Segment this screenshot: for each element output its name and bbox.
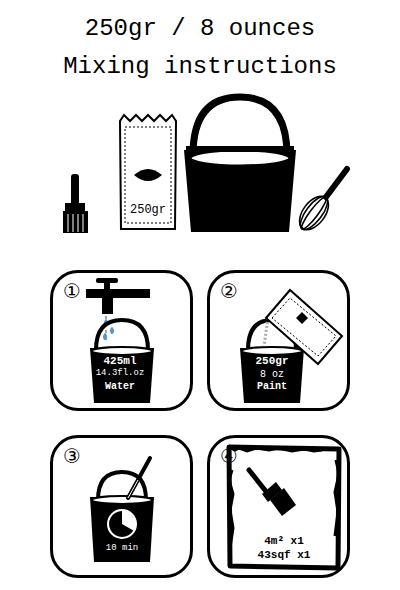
step-panel: ③ 10 min (50, 435, 193, 578)
mix-time: 10 min (90, 544, 154, 554)
callout-number: ③ (58, 445, 86, 467)
step-panel: ① 425ml 14.3fl.ozWater (50, 270, 193, 411)
title: 250gr / 8 ounces Mixing instructions (50, 10, 350, 86)
brush-icon (63, 174, 88, 233)
step-panel: ② 250gr 8 ozPaint (207, 270, 350, 411)
paint-bag: 250gr (118, 113, 178, 231)
paint-weight: 8 oz (240, 369, 304, 380)
bucket-icon (90, 320, 154, 403)
tap-icon (86, 278, 150, 342)
callout-number: ② (215, 280, 243, 302)
whisk-icon (293, 169, 347, 236)
step-panel: ④ 4m² x1 43sqf x1 (207, 435, 350, 578)
painted-sheet (229, 447, 339, 568)
coverage-label: 4m² x1 (234, 535, 334, 547)
paint-weight: 250gr (240, 355, 304, 367)
water-volume: 14.3fl.oz (90, 369, 150, 379)
callout-number: ④ (215, 445, 243, 467)
pouring-bag-icon (264, 290, 342, 364)
callout-number: ① (58, 280, 86, 302)
clock-icon (107, 509, 137, 539)
ingredient-label: Water (90, 381, 150, 392)
brush-icon (249, 470, 296, 516)
weight-label: 250gr (118, 204, 178, 217)
bucket-icon (90, 458, 154, 562)
bucket-icon (184, 97, 296, 232)
ingredient-label: Paint (240, 381, 304, 392)
coverage-label: 43sqf x1 (234, 549, 334, 561)
water-volume: 425ml (90, 355, 150, 367)
